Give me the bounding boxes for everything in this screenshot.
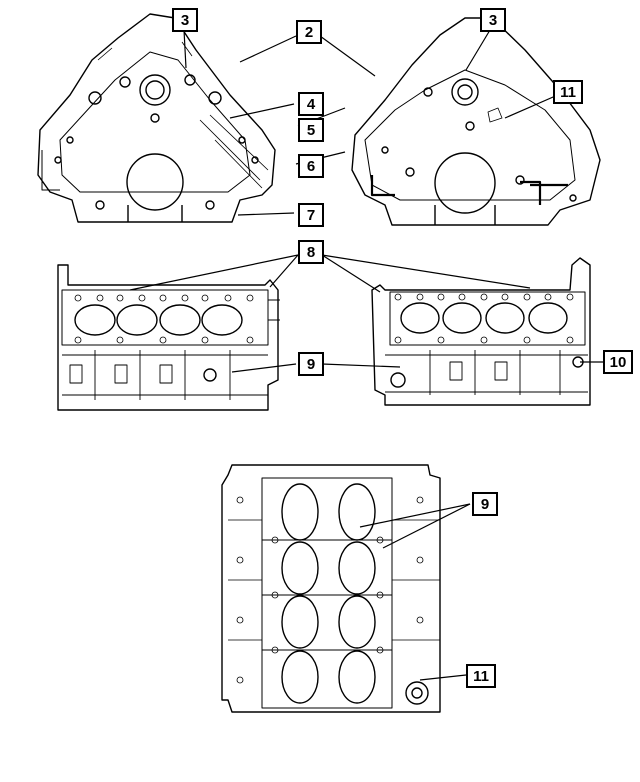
callout-11-bottom: 11 [466,664,496,688]
callout-4: 4 [298,92,324,116]
callout-6: 6 [298,154,324,178]
callout-2: 2 [296,20,322,44]
block-rear-view-right [351,17,601,226]
callout-5: 5 [298,118,324,142]
callout-3-right: 3 [480,8,506,32]
callout-3-left: 3 [172,8,198,32]
callout-10: 10 [603,350,633,374]
callout-8: 8 [298,240,324,264]
callout-9-bottom: 9 [472,492,498,516]
callout-11-top: 11 [553,80,583,104]
block-side-view-right [371,257,591,406]
block-bottom-view [221,464,441,713]
callout-9-side: 9 [298,352,324,376]
block-front-view-left [37,13,276,223]
block-side-view-left [57,264,280,411]
callout-7: 7 [298,203,324,227]
